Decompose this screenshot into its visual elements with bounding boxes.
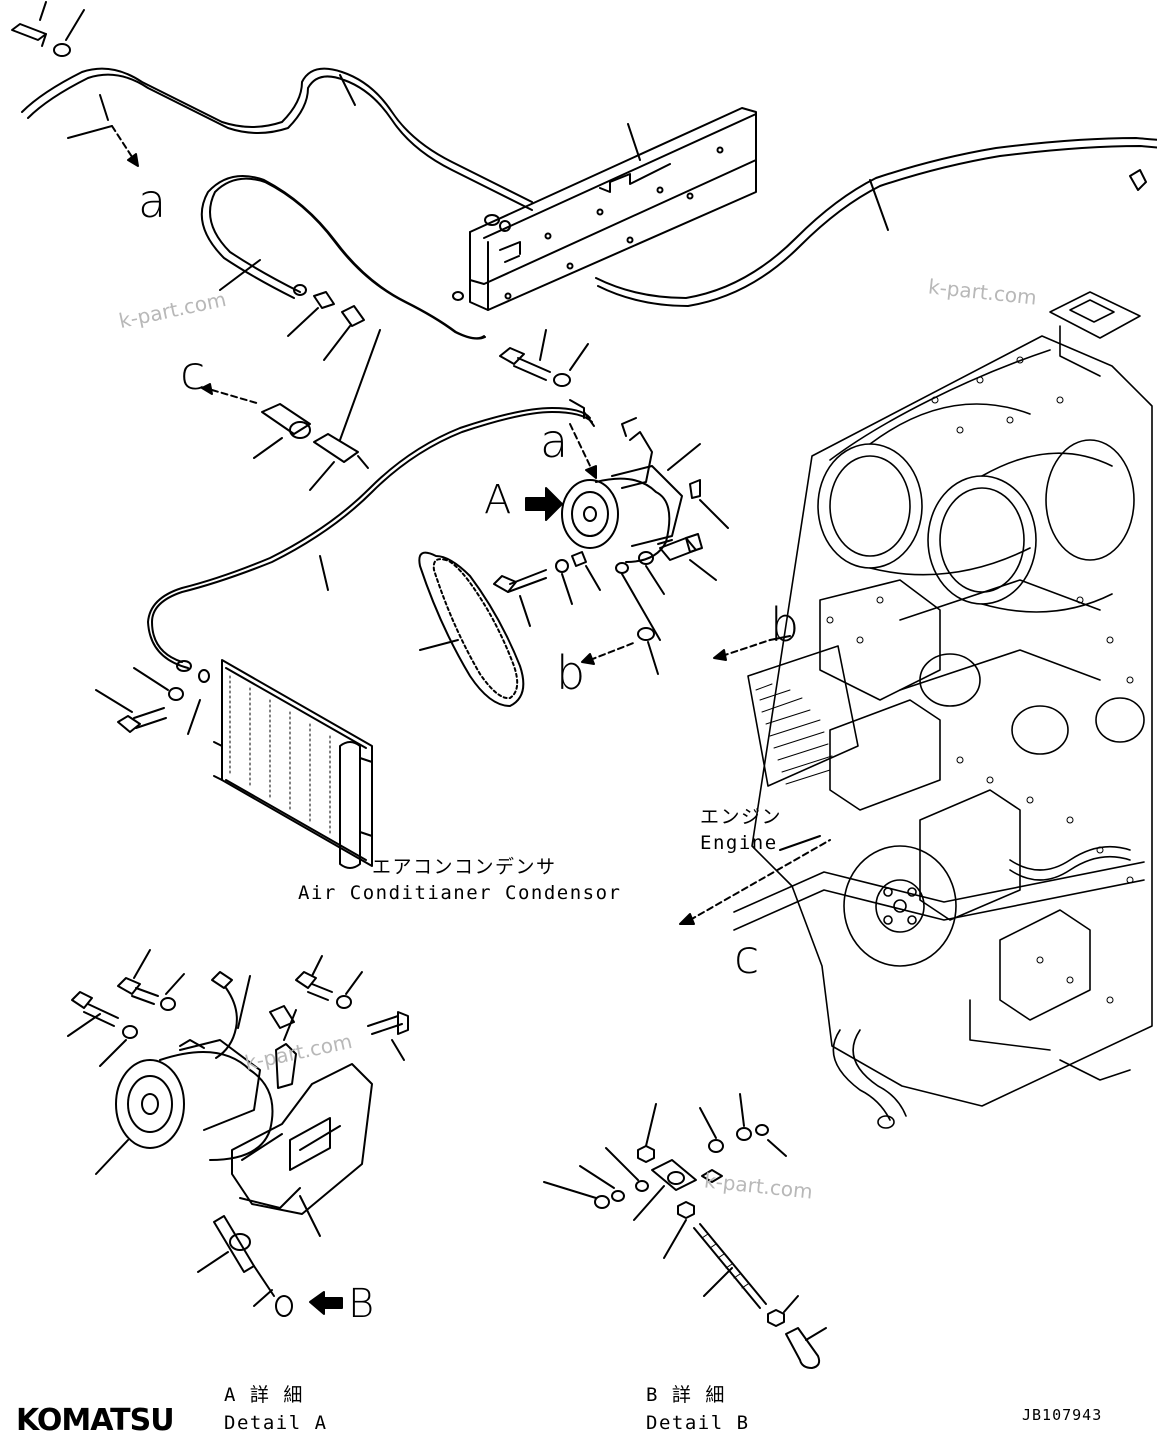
fittings-left	[253, 291, 381, 491]
arrow-c-left	[201, 383, 261, 405]
condenser-label-jp: エアコンコンデンサ	[372, 856, 557, 878]
ref-a-top: a	[138, 174, 167, 228]
engine	[733, 291, 1153, 1129]
engine-label-jp: エンジン	[700, 806, 783, 828]
detail-b-title-jp: B 詳 細	[646, 1384, 726, 1406]
drawing-code: JB107943	[1022, 1406, 1103, 1424]
long-hose-right	[595, 137, 1157, 307]
ref-c-left: c	[180, 346, 206, 400]
arrow-c-right	[679, 839, 831, 925]
bolt-condenser	[95, 667, 201, 735]
ref-B: B	[348, 1281, 375, 1327]
engine-label-en: Engine	[700, 832, 778, 854]
upper-hose	[21, 67, 533, 232]
detail-b-title-en: Detail B	[646, 1412, 750, 1434]
bolt-compressor-top	[499, 329, 589, 387]
bracket-panel	[469, 107, 757, 311]
compressor-fasteners	[493, 533, 717, 675]
komatsu-logo: KOMATSU	[16, 1403, 175, 1438]
arrow-a-mid	[569, 423, 597, 479]
compressor	[561, 417, 729, 563]
ref-b-mid: b	[556, 646, 586, 700]
engine-leader	[779, 835, 821, 851]
ref-b-right: b	[770, 598, 800, 652]
ref-a-mid: a	[540, 414, 569, 468]
detail-b	[543, 1093, 827, 1369]
detail-a-title-en: Detail A	[224, 1412, 328, 1434]
main-hose	[147, 399, 595, 683]
loop-hose	[200, 175, 486, 340]
detail-a-title-jp: A 詳 細	[224, 1384, 304, 1406]
bolt-top-left	[11, 1, 85, 57]
drive-belt	[418, 551, 525, 707]
ref-c-right: c	[734, 930, 760, 984]
arrow-A	[525, 487, 563, 521]
detail-a	[67, 949, 409, 1317]
arrow-a-top	[67, 125, 139, 167]
arrow-b-right	[713, 635, 791, 661]
arrow-b-mid	[581, 641, 637, 665]
condenser-label-en: Air Conditianer Condensor	[298, 882, 622, 904]
arrow-B	[309, 1291, 343, 1315]
ref-A: A	[484, 477, 512, 523]
condenser	[213, 659, 373, 869]
